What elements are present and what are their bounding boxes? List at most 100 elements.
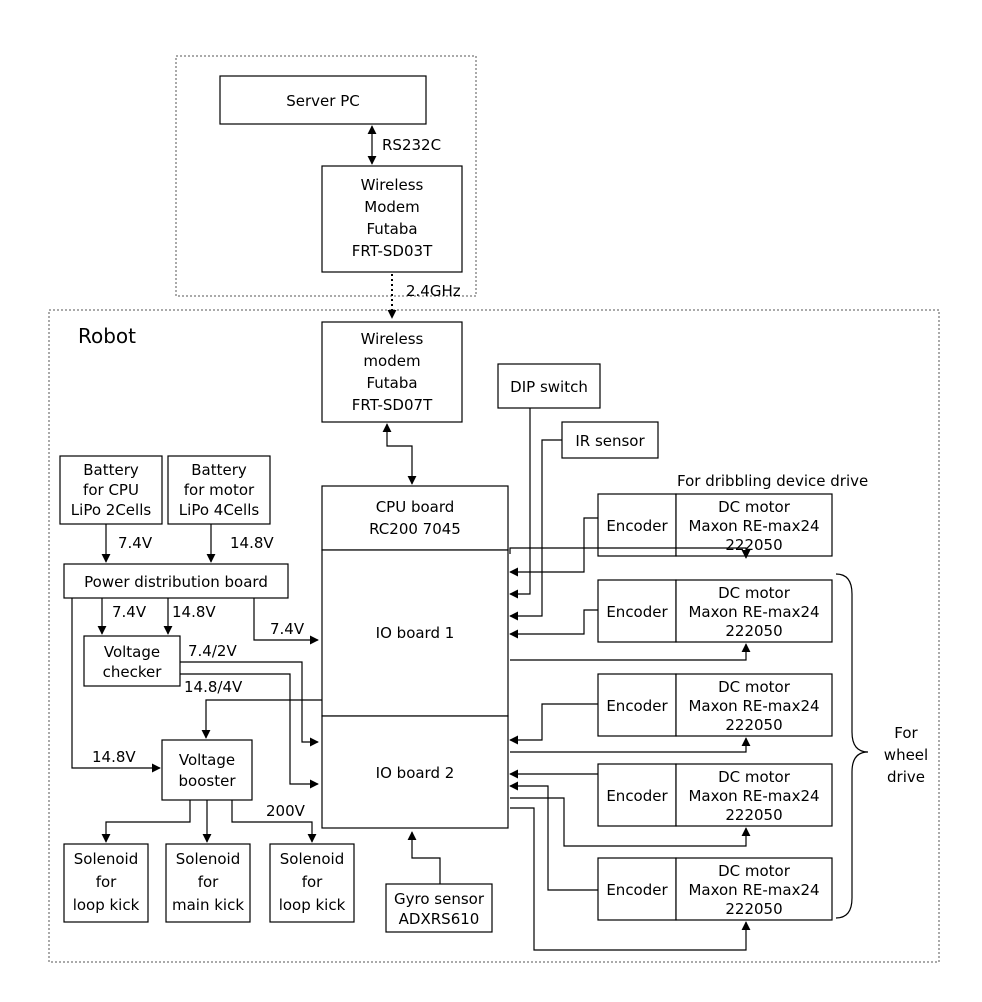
power-to-io1-wire (253, 598, 319, 645)
gyro-line-2: ADXRS610 (399, 910, 480, 928)
cpu-board-line-2: RC200 7045 (369, 520, 461, 538)
encoder-1-wire (509, 517, 598, 577)
battery-motor-line-3: LiPo 4Cells (179, 501, 260, 519)
power-distribution-label: Power distribution board (84, 573, 268, 591)
io1-to-motor-2-wire (510, 643, 751, 661)
robot-modem-line-2: modem (363, 352, 420, 370)
voltage-checker-line-1: Voltage (104, 643, 160, 661)
battery-cpu-voltage: 7.4V (118, 534, 153, 552)
robot-region (48, 309, 940, 963)
motor-1-line-2: Maxon RE-max24 (688, 517, 819, 535)
motor-1-line-1: DC motor (718, 498, 791, 516)
solenoid-voltage: 200V (266, 802, 306, 820)
motor-2-line-2: Maxon RE-max24 (688, 603, 819, 621)
solenoid-2-line-1: Solenoid (176, 850, 240, 868)
dip-switch-label: DIP switch (510, 378, 588, 396)
modem-cpu-link (382, 423, 417, 485)
encoder-2-wire (509, 609, 598, 639)
motor-wheel-4: Encoder DC motor Maxon RE-max24 222050 (597, 857, 833, 921)
checker-7v4-2-wire (180, 661, 319, 747)
server-modem-line-2: Modem (364, 198, 419, 216)
encoder-3-label: Encoder (606, 697, 668, 715)
motor-dribbling: Encoder DC motor Maxon RE-max24 222050 (597, 493, 833, 557)
motor-wheel-2: Encoder DC motor Maxon RE-max24 222050 (597, 673, 833, 737)
robot-region-label: Robot (78, 324, 136, 348)
server-modem-line-4: FRT-SD03T (352, 242, 433, 260)
gyro-line-1: Gyro sensor (394, 890, 485, 908)
voltage-checker-block: Voltage checker (83, 635, 181, 687)
encoder-1-label: Encoder (606, 517, 668, 535)
checker-input-7v4: 7.4V (112, 603, 147, 621)
io2-to-motor-3-wire (510, 737, 751, 753)
robot-modem-line-4: FRT-SD07T (352, 396, 433, 414)
battery-motor-line-1: Battery (191, 461, 247, 479)
server-modem-block: Wireless Modem Futaba FRT-SD03T (321, 165, 463, 273)
checker-14v8-4-wire (180, 673, 319, 789)
motor-wheel-1: Encoder DC motor Maxon RE-max24 222050 (597, 579, 833, 643)
dip-switch-block: DIP switch (497, 363, 601, 409)
encoder-5-label: Encoder (606, 881, 668, 899)
booster-to-solenoid-3 (231, 800, 317, 843)
motor-3-line-2: Maxon RE-max24 (688, 697, 819, 715)
battery-motor-block: Battery for motor LiPo 4Cells (167, 455, 271, 525)
io1-supply-voltage: 7.4V (270, 620, 305, 638)
server-modem-line-3: Futaba (366, 220, 417, 238)
encoder-2-label: Encoder (606, 603, 668, 621)
motor-2-line-1: DC motor (718, 584, 791, 602)
server-pc-label: Server PC (286, 92, 359, 110)
solenoid-2-line-3: main kick (172, 896, 244, 914)
solenoid-loop-kick-right: Solenoid for loop kick (269, 843, 355, 923)
dribbling-caption: For dribbling device drive (677, 472, 868, 490)
gyro-to-io2-wire (407, 831, 441, 884)
cpu-board-block: CPU board RC200 7045 (321, 485, 509, 551)
wheel-caption-line-2: wheel (884, 746, 928, 764)
solenoid-2-line-2: for (198, 873, 219, 891)
ir-sensor-label: IR sensor (575, 432, 645, 450)
ir-sensor-wire (509, 439, 562, 621)
checker-input-14v8: 14.8V (172, 603, 216, 621)
wireless-2-4ghz-label: 2.4GHz (406, 282, 461, 300)
battery-motor-line-2: for motor (184, 481, 255, 499)
checker-output-7v4-2: 7.4/2V (188, 642, 237, 660)
solenoid-1-line-3: loop kick (73, 896, 140, 914)
checker-output-14v8-4: 14.8/4V (184, 678, 243, 696)
power-to-booster-wire (71, 598, 161, 773)
rs232c-label: RS232C (382, 136, 441, 154)
dip-switch-wire (509, 408, 531, 599)
io2-to-booster-wire (201, 699, 322, 739)
battery-cpu-line-1: Battery (83, 461, 139, 479)
io1-to-motor-1-wire (509, 547, 751, 559)
motor-5-line-1: DC motor (718, 862, 791, 880)
battery-cpu-block: Battery for CPU LiPo 2Cells (59, 455, 163, 525)
io-board-1-block: IO board 1 (321, 549, 509, 717)
motor-2-line-3: 222050 (725, 622, 782, 640)
battery-cpu-line-3: LiPo 2Cells (71, 501, 152, 519)
solenoid-3-line-1: Solenoid (280, 850, 344, 868)
robot-modem-line-3: Futaba (366, 374, 417, 392)
io-board-1-label: IO board 1 (376, 624, 455, 642)
io2-to-motor-4-wire (510, 797, 751, 847)
motor-4-line-3: 222050 (725, 806, 782, 824)
motor-3-line-1: DC motor (718, 678, 791, 696)
ir-sensor-block: IR sensor (561, 421, 659, 459)
cpu-board-line-1: CPU board (376, 498, 455, 516)
solenoid-3-line-2: for (302, 873, 323, 891)
motor-wheel-3: Encoder DC motor Maxon RE-max24 222050 (597, 763, 833, 827)
solenoid-1-line-2: for (96, 873, 117, 891)
wheel-drive-brace (835, 573, 869, 919)
voltage-checker-line-2: checker (103, 663, 163, 681)
voltage-booster-block: Voltage booster (161, 739, 253, 801)
motor-4-line-1: DC motor (718, 768, 791, 786)
power-distribution-board: Power distribution board (63, 563, 289, 599)
io2-to-motor-5-wire (510, 807, 751, 951)
motor-4-line-2: Maxon RE-max24 (688, 787, 819, 805)
server-region (175, 55, 477, 297)
motor-5-line-2: Maxon RE-max24 (688, 881, 819, 899)
booster-to-solenoid-1 (101, 800, 191, 843)
robot-modem-block: Wireless modem Futaba FRT-SD07T (321, 321, 463, 423)
motor-1-line-3: 222050 (725, 536, 782, 554)
booster-input-voltage: 14.8V (92, 748, 136, 766)
solenoid-1-line-1: Solenoid (74, 850, 138, 868)
solenoid-main-kick: Solenoid for main kick (165, 843, 251, 923)
